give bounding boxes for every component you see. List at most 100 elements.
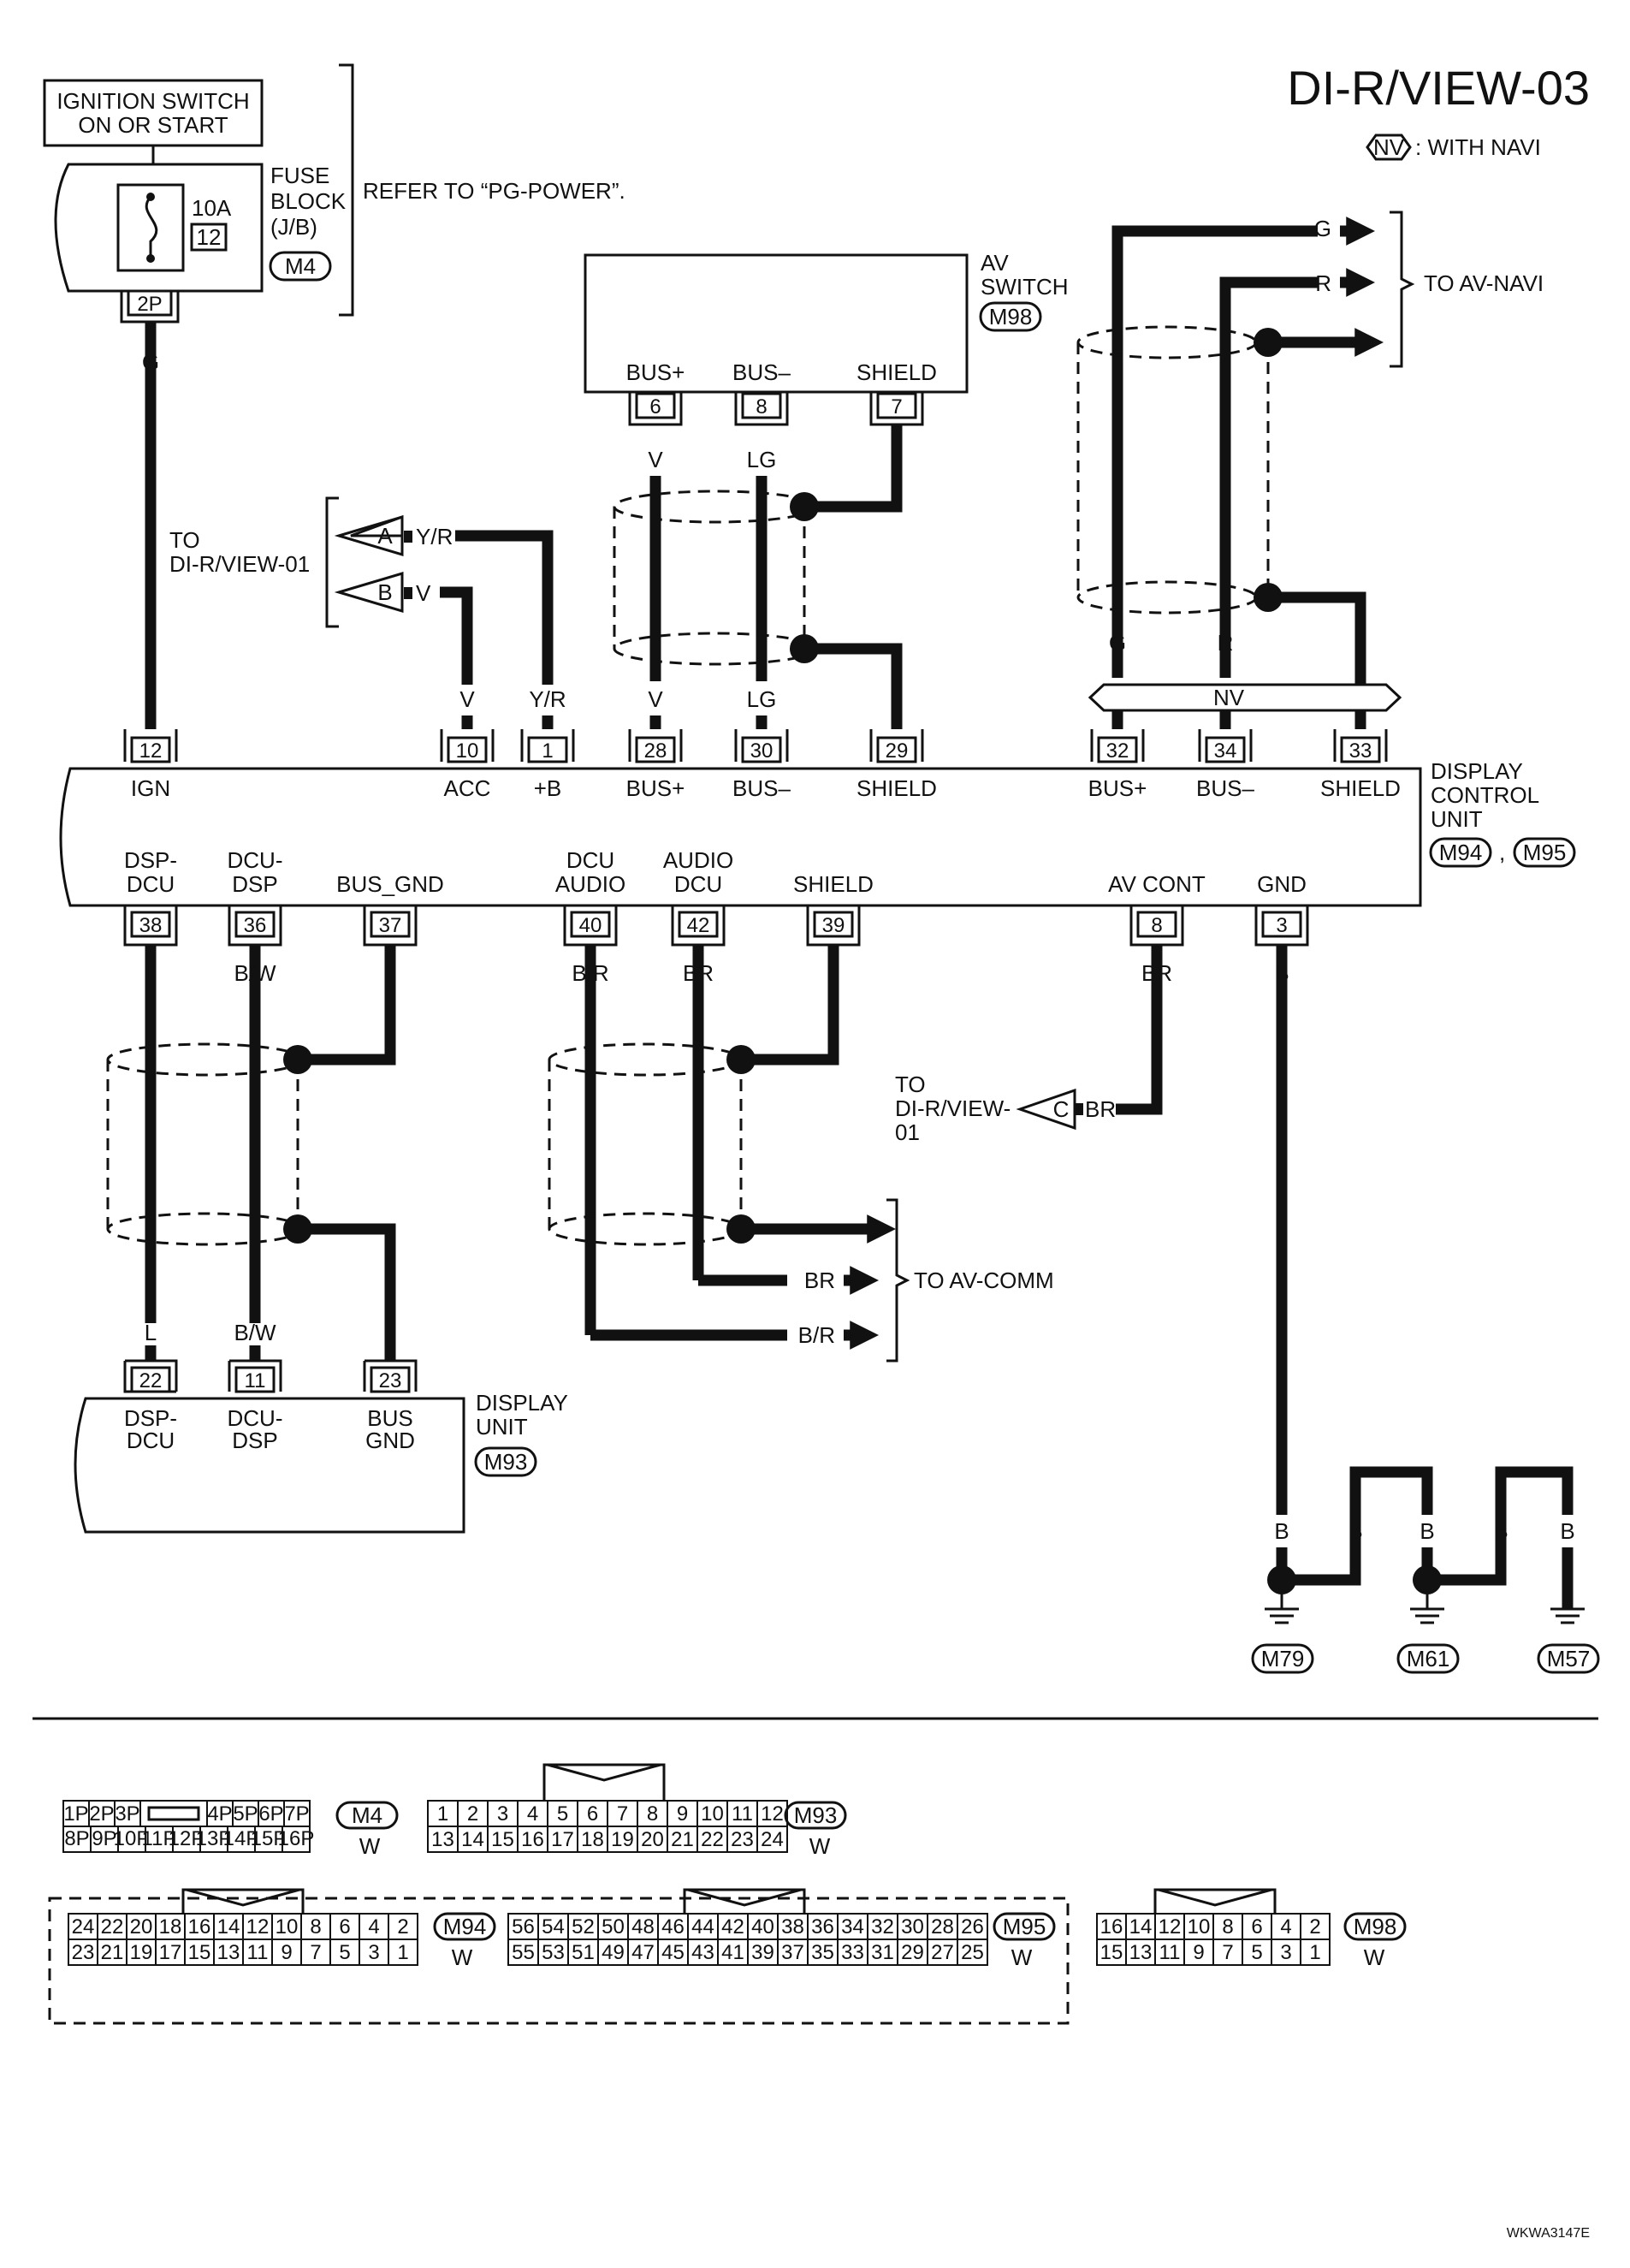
svg-text:32: 32 (871, 1915, 894, 1938)
svg-text:1: 1 (437, 1802, 448, 1826)
svg-text:35: 35 (811, 1941, 834, 1964)
display-unit-pins: 22 11 23 (123, 1359, 418, 1393)
svg-text:V: V (648, 447, 663, 472)
svg-text:L: L (145, 960, 157, 986)
av-switch-connector: M98 (989, 304, 1033, 330)
svg-text:TO AV-NAVI: TO AV-NAVI (1424, 270, 1544, 296)
svg-text:BR: BR (804, 1268, 835, 1293)
svg-text:10P: 10P (114, 1827, 151, 1850)
svg-text:B: B (1274, 960, 1289, 986)
svg-text:LG: LG (747, 447, 777, 472)
svg-text:24: 24 (761, 1828, 784, 1851)
svg-text:21: 21 (671, 1828, 694, 1851)
svg-text:SHIELD: SHIELD (793, 871, 874, 897)
svg-text:36: 36 (811, 1915, 834, 1938)
svg-text:38: 38 (781, 1915, 804, 1938)
svg-text:M4: M4 (352, 1802, 382, 1828)
ground-wire-labels: B B B B B (1274, 1518, 1574, 1544)
svg-text:TO: TO (169, 527, 200, 553)
svg-text:01: 01 (895, 1119, 920, 1145)
svg-text:56: 56 (512, 1915, 535, 1938)
svg-text:15: 15 (188, 1941, 211, 1964)
dcu-bottom-pins: 38DSP-DCU36DCU-DSP37BUS_GND40DCUAUDIO42A… (123, 847, 1309, 947)
svg-text:14: 14 (1129, 1915, 1153, 1938)
svg-text:39: 39 (751, 1941, 774, 1964)
svg-text:23: 23 (379, 1369, 402, 1392)
svg-text:13: 13 (1129, 1941, 1153, 1964)
svg-text:DCU: DCU (566, 847, 614, 873)
svg-text:M98: M98 (1354, 1914, 1397, 1939)
svg-text:BLOCK: BLOCK (270, 188, 347, 214)
svg-text:BUS+: BUS+ (1088, 775, 1147, 801)
ground-m57: M57 (1537, 1643, 1600, 1674)
svg-text:BR: BR (683, 960, 714, 986)
svg-text:C: C (1053, 1096, 1070, 1122)
svg-text:54: 54 (542, 1915, 565, 1938)
svg-text:28: 28 (931, 1915, 954, 1938)
svg-text:20: 20 (641, 1828, 664, 1851)
svg-text:3: 3 (1280, 1941, 1291, 1964)
svg-text:LG: LG (747, 686, 777, 712)
svg-text:45: 45 (661, 1941, 685, 1964)
svg-text:49: 49 (602, 1941, 625, 1964)
svg-text:3: 3 (497, 1802, 508, 1826)
svg-text:11: 11 (732, 1802, 753, 1826)
svg-text:32: 32 (1106, 739, 1129, 763)
svg-text:R: R (1218, 630, 1234, 656)
svg-text:BUS: BUS (367, 1405, 412, 1431)
to-av-comm: TO AV-COMM (886, 1198, 1054, 1363)
legend-nv-badge: NV (1373, 134, 1405, 160)
svg-text:6: 6 (587, 1802, 598, 1826)
svg-text:34: 34 (841, 1915, 864, 1938)
dcu-top-pin: 1+B (520, 729, 575, 801)
fuse-block: 10A 12 FUSE BLOCK (J/B) M4 REFER TO “PG-… (54, 63, 625, 324)
svg-text:CONTROL: CONTROL (1431, 782, 1539, 808)
svg-text:29: 29 (901, 1941, 924, 1964)
svg-text:23: 23 (731, 1828, 754, 1851)
svg-text:53: 53 (542, 1941, 565, 1964)
svg-text:W: W (452, 1944, 473, 1970)
svg-text:SWITCH: SWITCH (981, 274, 1069, 300)
svg-text:+B: +B (534, 775, 562, 801)
svg-text:13P: 13P (196, 1827, 233, 1850)
ground-m79: M79 (1251, 1643, 1314, 1674)
svg-text:24: 24 (72, 1915, 95, 1938)
refer-pg-power: REFER TO “PG-POWER”. (363, 178, 625, 204)
svg-text:4: 4 (368, 1915, 379, 1938)
svg-text:33: 33 (841, 1941, 864, 1964)
svg-text:UNIT: UNIT (1431, 806, 1483, 832)
svg-text:DCU-: DCU- (228, 847, 283, 873)
svg-text:44: 44 (691, 1915, 714, 1938)
svg-text:22: 22 (139, 1369, 163, 1392)
av-switch-pins: 6 8 7 (628, 392, 924, 426)
svg-text:15: 15 (491, 1828, 514, 1851)
svg-text:51: 51 (572, 1941, 595, 1964)
svg-text:12: 12 (1159, 1915, 1182, 1938)
svg-text:16: 16 (521, 1828, 544, 1851)
svg-text:13: 13 (431, 1828, 454, 1851)
svg-text:28: 28 (644, 739, 667, 763)
svg-text:1P: 1P (63, 1802, 88, 1826)
dcu-bottom-pin: 8AV CONT (1108, 871, 1206, 947)
ignition-switch: IGNITION SWITCH ON OR START (43, 79, 264, 147)
svg-text:16P: 16P (278, 1827, 315, 1850)
svg-text:27: 27 (931, 1941, 954, 1964)
svg-text:37: 37 (379, 914, 402, 937)
svg-text:M57: M57 (1547, 1646, 1591, 1671)
svg-text:7: 7 (1222, 1941, 1233, 1964)
svg-text:3P: 3P (115, 1802, 139, 1826)
svg-text:41: 41 (721, 1941, 744, 1964)
svg-text:36: 36 (244, 914, 267, 937)
svg-text:8: 8 (1151, 914, 1162, 937)
svg-text:ON OR START: ON OR START (78, 112, 228, 138)
svg-text:B: B (1274, 1518, 1289, 1544)
svg-text:V: V (459, 686, 475, 712)
